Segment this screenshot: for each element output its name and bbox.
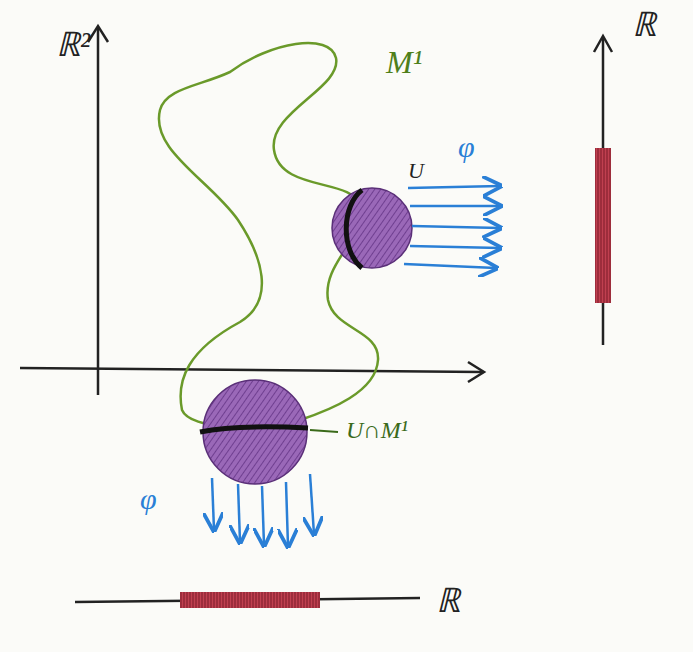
chart-map-label: φ: [458, 132, 475, 162]
real-line: [75, 592, 420, 608]
manifold-label: M¹: [386, 46, 422, 78]
axes: [20, 26, 484, 395]
real-line-label: ℝ: [436, 584, 460, 618]
open-set-label: U: [408, 160, 424, 182]
chart-arrows: [212, 474, 314, 546]
manifold-curve: [159, 43, 378, 427]
real-line: [594, 36, 612, 345]
space-label: ℝ²: [56, 28, 90, 62]
chart-arrows: [404, 186, 500, 268]
open-set-disk: [332, 188, 412, 268]
chart-map-label: φ: [140, 484, 157, 514]
leader-line: [310, 430, 338, 432]
open-set-disk: [200, 380, 308, 484]
intersection-label: U∩M¹: [346, 418, 408, 442]
real-line-label: ℝ: [632, 8, 656, 42]
